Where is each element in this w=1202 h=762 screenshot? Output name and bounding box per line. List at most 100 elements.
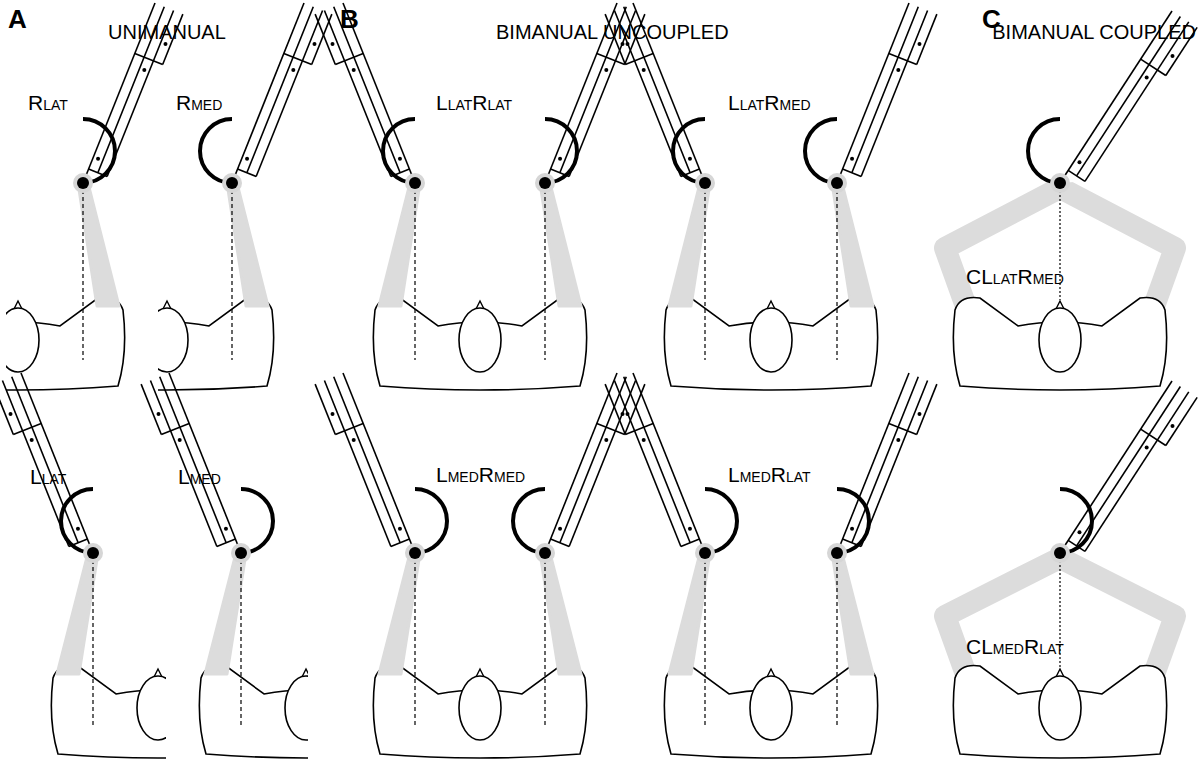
target-arc: [837, 489, 869, 553]
condition-label: CLLATRMED: [966, 266, 1064, 287]
head: [750, 676, 792, 740]
torso: [199, 666, 308, 759]
midline: [231, 183, 232, 360]
manipulandum: [837, 373, 937, 553]
manipulandum: [0, 373, 93, 553]
head: [1039, 676, 1081, 740]
arm: [1066, 561, 1175, 680]
head: [6, 308, 39, 372]
handle-halo: [695, 173, 715, 193]
body: [51, 666, 166, 759]
handle-halo: [231, 543, 251, 563]
handle: [539, 177, 551, 189]
condition-label: CLMEDRLAT: [966, 636, 1064, 657]
handle-halo: [1050, 543, 1070, 563]
manipulandum: [232, 3, 332, 183]
torso: [953, 666, 1166, 759]
head: [459, 676, 501, 740]
torso: [51, 666, 166, 759]
panel-heading: BIMANUAL UNCOUPLED: [496, 22, 729, 42]
condition-label: LLATRLAT: [436, 92, 512, 113]
body: [664, 666, 877, 759]
handle: [409, 547, 421, 559]
condition-label: RMED: [176, 92, 222, 113]
target-arc: [383, 119, 415, 183]
arm: [945, 191, 1054, 312]
condition-label: LMEDRLAT: [728, 464, 811, 485]
target-arc: [805, 119, 837, 183]
handle-halo: [827, 173, 847, 193]
target-arc: [1028, 119, 1060, 183]
body: [6, 298, 125, 391]
body: [664, 298, 877, 391]
handle-halo: [83, 543, 103, 563]
target-arc: [241, 489, 273, 553]
arm: [227, 183, 268, 306]
midline: [414, 553, 415, 728]
handle: [831, 547, 843, 559]
arm: [669, 183, 710, 306]
midline: [704, 183, 705, 360]
torso: [664, 666, 877, 759]
arm: [1066, 191, 1175, 312]
target-arc: [200, 119, 232, 183]
handle: [1054, 547, 1066, 559]
arm: [57, 553, 98, 674]
midline: [704, 553, 705, 728]
body: [199, 666, 308, 759]
target-arc: [415, 489, 447, 553]
handle-halo: [695, 543, 715, 563]
condition-label: LLATRMED: [728, 92, 811, 113]
head: [158, 308, 188, 372]
midline: [92, 553, 93, 728]
condition-label: LLAT: [30, 466, 66, 487]
arm: [205, 553, 246, 674]
body: [373, 666, 586, 759]
head: [1039, 308, 1081, 372]
arm: [832, 553, 873, 674]
head: [459, 308, 501, 372]
handle: [1054, 177, 1066, 189]
target-arc: [513, 489, 545, 553]
midline: [836, 553, 837, 728]
handle: [77, 177, 89, 189]
head: [137, 676, 166, 740]
target-arc: [545, 119, 577, 183]
handle-halo: [405, 543, 425, 563]
manipulandum: [837, 3, 937, 183]
handle: [226, 177, 238, 189]
midline: [82, 183, 83, 360]
torso: [6, 298, 125, 391]
body: [158, 298, 274, 391]
midline: [240, 553, 241, 728]
arm: [379, 183, 420, 306]
torso: [373, 298, 586, 391]
midline: [544, 553, 545, 728]
body: [373, 298, 586, 391]
manipulandum: [1060, 381, 1197, 553]
condition-label: RLAT: [28, 92, 68, 113]
torso: [664, 298, 877, 391]
manipulandum: [315, 3, 415, 183]
midline: [544, 183, 545, 360]
condition-label: LMED: [178, 466, 221, 487]
handle-halo: [535, 543, 555, 563]
midline: [836, 183, 837, 360]
handle: [699, 547, 711, 559]
target-arc: [1060, 489, 1092, 553]
manipulandum: [545, 373, 645, 553]
arm: [945, 561, 1054, 680]
head: [750, 308, 792, 372]
handle-halo: [1050, 173, 1070, 193]
handle-halo: [222, 173, 242, 193]
handle: [87, 547, 99, 559]
handle: [409, 177, 421, 189]
manipulandum: [315, 373, 415, 553]
panel-letter: A: [8, 6, 27, 32]
arm: [78, 183, 119, 306]
handle: [539, 547, 551, 559]
condition-label: LMEDRMED: [436, 464, 525, 485]
head: [285, 676, 308, 740]
manipulandum: [605, 373, 705, 553]
arm: [832, 183, 873, 306]
